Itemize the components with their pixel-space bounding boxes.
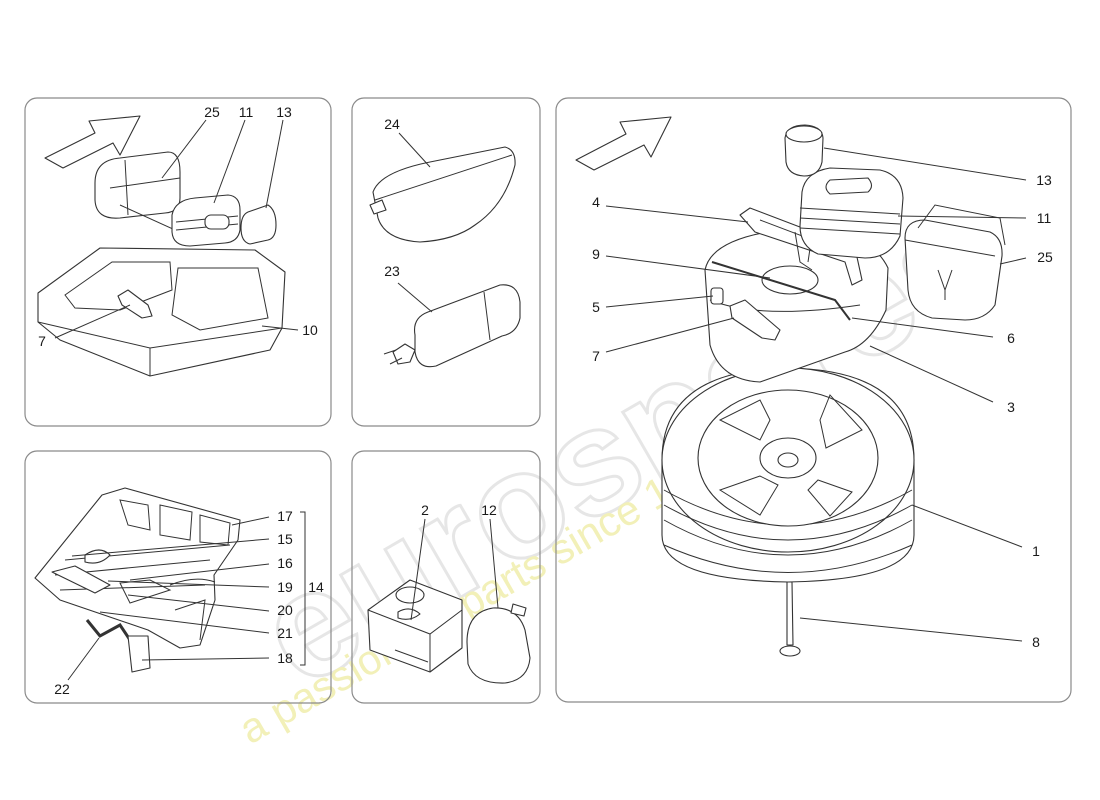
wheel-bolt xyxy=(779,581,801,657)
leader-4 xyxy=(605,205,749,223)
compressor-unit-small xyxy=(171,194,241,247)
panel-right xyxy=(555,97,1072,703)
panel-top-middle xyxy=(351,97,541,427)
wheel-brace xyxy=(711,261,851,321)
callout-3: 3 xyxy=(1007,399,1015,415)
tow-hook xyxy=(729,299,781,341)
kit-bag xyxy=(904,204,1006,321)
leader-24 xyxy=(398,132,431,168)
compressor-unit xyxy=(799,167,904,259)
wheel-wrench xyxy=(85,619,132,641)
sealant-canister xyxy=(466,603,531,684)
leader-8 xyxy=(799,617,1023,642)
leader-1 xyxy=(911,504,1023,548)
callout-24: 24 xyxy=(384,116,400,132)
callout-16: 16 xyxy=(277,555,293,571)
callout-17: 17 xyxy=(277,508,293,524)
callout-6: 6 xyxy=(1007,330,1015,346)
leader-25a xyxy=(161,119,207,179)
leader-3 xyxy=(869,345,994,403)
leader-15 xyxy=(71,538,270,557)
callout-12: 12 xyxy=(481,502,497,518)
leader-11a xyxy=(213,119,246,204)
leader-25b xyxy=(999,257,1027,265)
leader-22 xyxy=(67,637,100,681)
leader-2 xyxy=(410,518,426,621)
leader-7a xyxy=(54,304,131,339)
callout-25: 25 xyxy=(204,104,220,120)
bracket-14 xyxy=(300,511,306,666)
callout-9: 9 xyxy=(592,246,600,262)
leader-23 xyxy=(397,282,433,313)
leader-17 xyxy=(231,516,270,526)
foam-insert xyxy=(704,227,889,383)
callout-7: 7 xyxy=(38,333,46,349)
panel-bottom-left xyxy=(24,450,332,704)
fire-extinguisher xyxy=(383,284,521,368)
leader-16 xyxy=(129,563,270,581)
callout-2: 2 xyxy=(421,502,429,518)
tow-ring xyxy=(127,635,151,673)
callout-14: 14 xyxy=(308,579,324,595)
callout-19: 19 xyxy=(277,579,293,595)
callout-4: 4 xyxy=(592,194,600,210)
leader-11b xyxy=(897,215,1027,219)
sealant-bottle xyxy=(784,124,824,177)
callout-11: 11 xyxy=(1037,210,1052,226)
callout-22: 22 xyxy=(54,681,70,697)
storage-tray xyxy=(37,247,286,377)
callout-23: 23 xyxy=(384,263,400,279)
sealant-bottle-small xyxy=(240,204,277,245)
tool-pouch xyxy=(369,146,516,243)
callout-18: 18 xyxy=(277,650,293,666)
leader-7b xyxy=(605,317,735,353)
callout-13: 13 xyxy=(276,104,292,120)
callout-13: 13 xyxy=(1036,172,1052,188)
leader-12 xyxy=(489,518,499,609)
tool-tray xyxy=(34,487,241,649)
tyre-compressor xyxy=(367,579,463,673)
callout-7: 7 xyxy=(592,348,600,364)
leader-18 xyxy=(141,657,270,661)
callout-8: 8 xyxy=(1032,634,1040,650)
panel-top-left xyxy=(24,97,332,427)
callout-1: 1 xyxy=(1032,543,1040,559)
leader-10 xyxy=(261,325,299,331)
direction-arrow-icon xyxy=(575,116,672,171)
kit-bag-small xyxy=(94,151,191,231)
leader-6 xyxy=(851,317,994,338)
callout-15: 15 xyxy=(277,531,293,547)
callout-10: 10 xyxy=(302,322,318,338)
leader-13b xyxy=(823,147,1027,181)
leader-20 xyxy=(127,594,270,612)
callout-21: 21 xyxy=(277,625,293,641)
callout-20: 20 xyxy=(277,602,293,618)
leader-19 xyxy=(107,580,270,588)
leader-5 xyxy=(605,295,714,308)
callout-5: 5 xyxy=(592,299,600,315)
spare-wheel xyxy=(661,367,915,583)
panel-bottom-middle xyxy=(351,450,541,704)
direction-arrow-icon xyxy=(44,115,141,169)
tow-hook-small xyxy=(117,289,153,319)
callout-25: 25 xyxy=(1037,249,1053,265)
leader-13a xyxy=(265,119,284,209)
leader-9 xyxy=(605,255,771,279)
leader-21 xyxy=(99,611,270,634)
callout-11: 11 xyxy=(239,104,254,120)
